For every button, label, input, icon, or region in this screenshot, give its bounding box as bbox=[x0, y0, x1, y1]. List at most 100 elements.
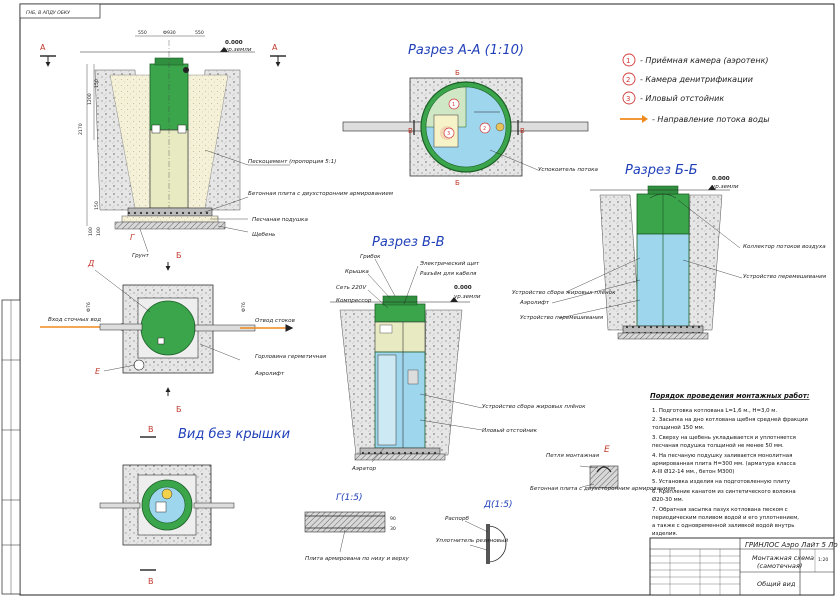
section-aa: Разрез А-А (1:10) 1 2 3 В В Б Б Успокоит… bbox=[342, 43, 598, 187]
svg-text:В: В bbox=[148, 425, 154, 434]
title-scheme: Монтажная схема bbox=[752, 554, 814, 562]
svg-text:3: 3 bbox=[626, 95, 630, 103]
label-bb-airlift: Аэролифт bbox=[519, 300, 550, 306]
legend-item-1: - Приёмная камера (аэротенк) bbox=[640, 56, 769, 65]
svg-text:2: 2 bbox=[626, 76, 630, 84]
svg-text:6. Крепление канатом из синтет: 6. Крепление канатом из синтетического в… bbox=[652, 489, 796, 495]
svg-text:1: 1 bbox=[626, 57, 630, 65]
corner-note: ГНБ, В АПДУ ОБКУ bbox=[26, 10, 71, 16]
svg-text:30: 30 bbox=[390, 526, 396, 532]
svg-text:2. Засыпка на дно котлована ще: 2. Засыпка на дно котлована щебня средне… bbox=[652, 416, 808, 423]
svg-text:100: 100 bbox=[96, 227, 102, 236]
label-sludge-tank: Иловый отстойник bbox=[482, 428, 538, 434]
title-section-aa: Разрез А-А (1:10) bbox=[408, 43, 524, 58]
svg-text:ур.земли: ур.земли bbox=[453, 294, 481, 300]
label-spacer: Распорб bbox=[445, 516, 470, 522]
svg-text:0.000: 0.000 bbox=[712, 176, 730, 182]
svg-text:а также с одновременной заливк: а также с одновременной заливкой водой в… bbox=[652, 522, 794, 529]
svg-text:В: В bbox=[148, 577, 154, 586]
svg-text:Б: Б bbox=[176, 405, 182, 414]
label-cable-connector: Разъём для кабеля bbox=[420, 271, 477, 277]
svg-text:Ф76: Ф76 bbox=[241, 302, 247, 312]
legend-marker-1 bbox=[622, 53, 636, 67]
legend-flow-label: - Направление потока воды bbox=[652, 115, 770, 124]
label-flow-calmer: Успокоитель потока bbox=[538, 167, 598, 173]
svg-text:5. Установка изделия на подгот: 5. Установка изделия на подготовленную п… bbox=[652, 479, 791, 485]
svg-text:Е: Е bbox=[95, 367, 101, 376]
svg-text:армированная плита Н=300 мм. (: армированная плита Н=300 мм. (арматура к… bbox=[652, 461, 796, 467]
title-detail-g: Г(1:5) bbox=[336, 493, 363, 503]
svg-text:толщиной 150 мм.: толщиной 150 мм. bbox=[652, 424, 705, 431]
svg-text:Б: Б bbox=[176, 251, 182, 260]
label-electric-panel: Электрический щит bbox=[419, 261, 480, 267]
title-section-vv: Разрез В-В bbox=[372, 235, 445, 250]
marker-a-right: А bbox=[272, 43, 278, 52]
svg-text:3. Сверху на щебень укладывает: 3. Сверху на щебень укладывается и уплот… bbox=[652, 435, 796, 441]
svg-text:Ф930: Ф930 bbox=[163, 30, 176, 36]
label-e-slab: Бетонная плита с двухсторонним армирован… bbox=[530, 486, 676, 492]
legend: 1 - Приёмная камера (аэротенк) 2 - Камер… bbox=[620, 53, 770, 124]
label-outlet: Отвод стоков bbox=[255, 318, 295, 324]
label-grease-collector: Устройство сбора жировых плёнок bbox=[482, 404, 586, 410]
title-detail-d: Д(1:5) bbox=[483, 500, 513, 510]
label-power: Сеть 220V bbox=[336, 285, 367, 291]
svg-text:550: 550 bbox=[138, 30, 147, 36]
tank-plan-circle bbox=[140, 300, 196, 356]
ground-level-value: 0.000 bbox=[225, 40, 243, 46]
label-compressor: Компрессор bbox=[336, 298, 372, 304]
marker-a-left: А bbox=[40, 43, 46, 52]
svg-text:периодическим поливом водой и: периодическим поливом водой и его уплотн… bbox=[652, 514, 799, 521]
title-scheme-sub: (самотечная) bbox=[757, 562, 802, 570]
label-vent-cap: Грибок bbox=[360, 254, 381, 260]
top-view-no-lid: Вид без крышки В В bbox=[99, 425, 290, 586]
detail-d: Д(1:5) Распорб Уплотнитель резиновый bbox=[436, 500, 513, 564]
title-top-view: Вид без крышки bbox=[178, 427, 290, 442]
label-bb-grease: Устройство сбора жировых плёнок bbox=[512, 290, 616, 296]
title-block: ГРИНЛОС Аэро Лайт 5 Лонг Монтажная схема… bbox=[649, 537, 838, 596]
title-detail-e: Е bbox=[604, 445, 610, 455]
left-elevation: 0.000 ур.земли А А 550 Ф930 550 2170 120… bbox=[40, 30, 394, 259]
legend-marker-3 bbox=[622, 91, 636, 105]
plan-view: Б Б Вход сточных вод Отвод стоков Ф76 Ф7… bbox=[40, 251, 327, 414]
detail-g: Г(1:5) 90 30 Плита армирована по низу и … bbox=[304, 493, 410, 562]
label-soil: Грунт bbox=[132, 253, 150, 259]
label-airlift-plan: Аэролифт bbox=[254, 371, 285, 377]
label-inlet: Вход сточных вод bbox=[48, 317, 101, 323]
legend-item-2: - Камера денитрификации bbox=[640, 75, 753, 84]
svg-text:150: 150 bbox=[94, 79, 100, 88]
svg-text:550: 550 bbox=[195, 30, 204, 36]
svg-text:4. На песчаную подушку заливае: 4. На песчаную подушку заливается моноли… bbox=[652, 453, 792, 459]
label-mounting-loop: Петля монтажная bbox=[546, 453, 600, 459]
label-air-collector: Коллектор потоков воздуха bbox=[743, 244, 826, 250]
label-sandcement: Пескоцемент (пропорция 5:1) bbox=[248, 159, 336, 165]
label-gravel: Щебень bbox=[252, 232, 275, 238]
svg-text:Б: Б bbox=[455, 179, 460, 187]
legend-item-3: - Иловый отстойник bbox=[640, 94, 724, 103]
detail-e: Е Петля монтажная Бетонная плита с двухс… bbox=[530, 445, 676, 492]
notes-heading: Порядок проведения монтажных работ: bbox=[650, 392, 810, 400]
label-aerator: Аэратор bbox=[351, 466, 377, 472]
label-hatch: Горловина герметичная bbox=[255, 354, 327, 360]
section-vv: Разрез В-В 0.000 ур.земли Грибок Крышка … bbox=[330, 235, 641, 472]
label-lid: Крышка bbox=[345, 269, 369, 275]
label-sand: Песчаная подушка bbox=[252, 217, 308, 223]
ground-level-text: ур.земли bbox=[224, 47, 252, 53]
svg-text:150: 150 bbox=[94, 201, 100, 210]
svg-text:Д: Д bbox=[87, 259, 94, 268]
svg-text:В: В bbox=[408, 127, 413, 135]
label-concrete-slab: Бетонная плита с двухсторонним армирован… bbox=[248, 191, 394, 197]
svg-text:0.000: 0.000 bbox=[454, 285, 472, 291]
svg-text:1. Подготовка котлована L=1,6: 1. Подготовка котлована L=1,6 м., Н=3,0 … bbox=[652, 408, 777, 414]
legend-marker-2 bbox=[622, 72, 636, 86]
svg-text:100: 100 bbox=[88, 227, 94, 236]
title-section-bb: Разрез Б-Б bbox=[625, 163, 698, 178]
label-bb-mixer-left: Устройство перемешивания bbox=[520, 315, 604, 321]
svg-text:А-III Ø12-14 мм., бетон М300): А-III Ø12-14 мм., бетон М300) bbox=[652, 468, 734, 475]
svg-text:В: В bbox=[520, 127, 525, 135]
svg-text:7. Обратная засыпка пазух котл: 7. Обратная засыпка пазух котлована песк… bbox=[652, 507, 788, 513]
svg-text:2170: 2170 bbox=[78, 123, 84, 135]
svg-text:2: 2 bbox=[483, 126, 486, 132]
svg-text:1200: 1200 bbox=[87, 93, 93, 105]
